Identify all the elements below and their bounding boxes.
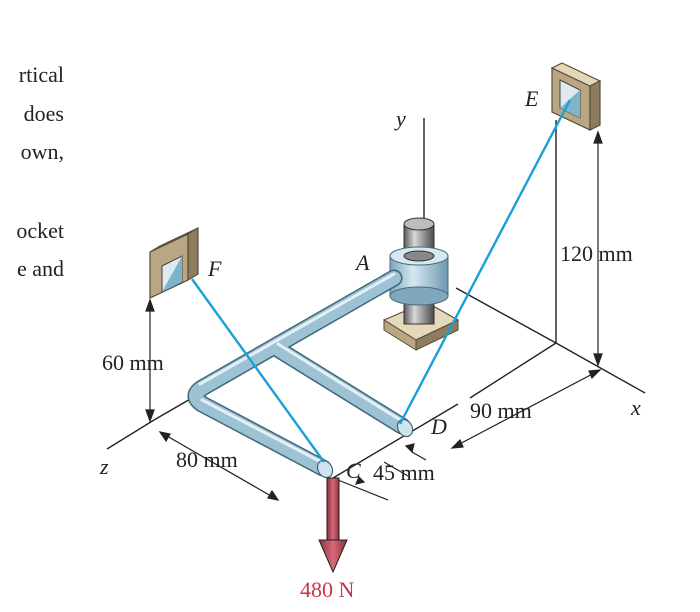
cables bbox=[191, 99, 572, 463]
cable-cf bbox=[191, 278, 325, 463]
axis-label-z: z bbox=[99, 454, 109, 479]
dimension-lines bbox=[145, 130, 603, 501]
cable-de bbox=[398, 99, 572, 425]
bracket-f bbox=[149, 226, 199, 299]
text-fragment-5: e and bbox=[16, 256, 64, 281]
point-label-c: C bbox=[346, 458, 361, 483]
point-label-d: D bbox=[430, 414, 447, 439]
dimension-80: 80 mm bbox=[176, 447, 238, 472]
dimension-120: 120 mm bbox=[560, 241, 633, 266]
text-fragment-1: rtical bbox=[18, 62, 64, 87]
dimension-90: 90 mm bbox=[470, 398, 532, 423]
point-label-a: A bbox=[354, 250, 370, 275]
text-fragment-4: ocket bbox=[16, 218, 64, 243]
text-fragment-2: does bbox=[23, 101, 64, 126]
post-assembly bbox=[382, 217, 460, 351]
dimension-45: 45 mm bbox=[373, 460, 435, 485]
point-label-e: E bbox=[524, 86, 539, 111]
point-label-f: F bbox=[207, 256, 222, 281]
pipe-frame bbox=[187, 269, 414, 479]
axis-label-x: x bbox=[630, 395, 641, 420]
load-arrow bbox=[318, 477, 348, 574]
axis-lines bbox=[106, 118, 646, 479]
axis-label-y: y bbox=[394, 106, 406, 131]
load-label: 480 N bbox=[300, 577, 355, 602]
text-fragment-3: own, bbox=[20, 139, 64, 164]
dimension-60: 60 mm bbox=[102, 350, 164, 375]
